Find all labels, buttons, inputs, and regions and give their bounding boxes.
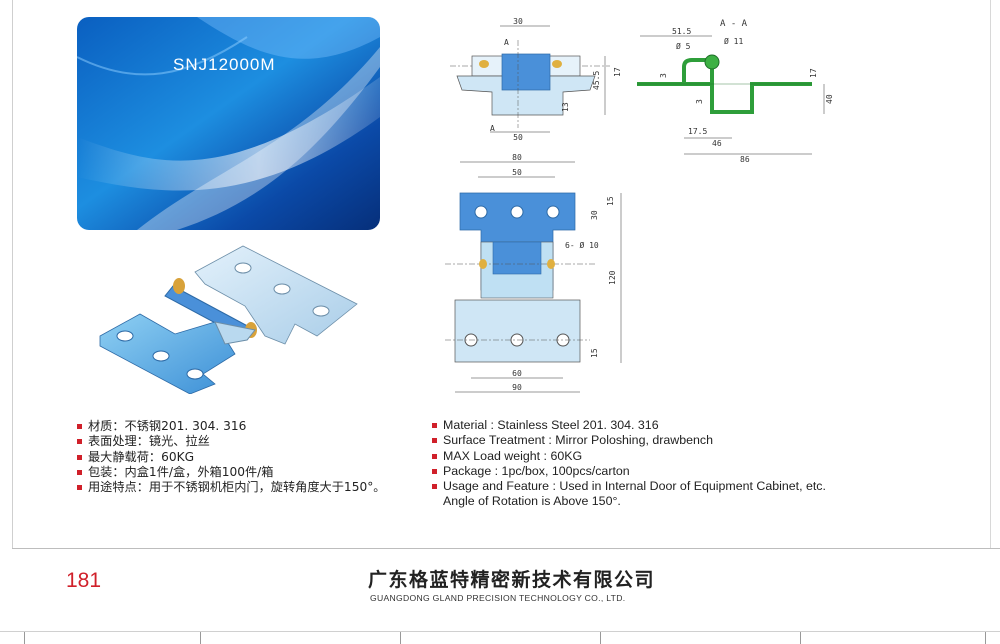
section-marker-a-bottom: A bbox=[490, 124, 495, 133]
dim-3-b: 3 bbox=[695, 99, 704, 104]
specs-english: Material : Stainless Steel 201. 304. 316… bbox=[432, 418, 826, 510]
dim-15-top: 15 bbox=[606, 196, 615, 206]
spec-row-material-en: Material : Stainless Steel 201. 304. 316 bbox=[432, 418, 826, 433]
crop-mark bbox=[200, 632, 201, 644]
spec-row-usage-en: Usage and Feature : Used in Internal Doo… bbox=[432, 479, 826, 494]
spec-text: 用途特点：用于不锈钢机柜内门，旋转角度大于150°。 bbox=[88, 480, 386, 495]
section-marker-a: A bbox=[504, 38, 509, 47]
spec-row-usage-cn: 用途特点：用于不锈钢机柜内门，旋转角度大于150°。 bbox=[77, 480, 385, 495]
front-view-drawing: 80 50 6- Ø 10 30 15 120 15 60 90 bbox=[445, 153, 622, 393]
dim-46: 46 bbox=[712, 139, 722, 148]
top-view-drawing: 30 A 50 A 45.5 13 bbox=[450, 17, 610, 142]
section-title: A - A bbox=[720, 19, 748, 29]
hinge-3d-illustration bbox=[99, 245, 358, 394]
crop-mark bbox=[24, 632, 25, 644]
dim-phi5: Ø 5 bbox=[676, 41, 691, 51]
spec-text: 表面处理：镜光、拉丝 bbox=[88, 434, 210, 449]
bullet-icon bbox=[432, 438, 437, 444]
footer-divider bbox=[12, 548, 1000, 549]
spec-text: MAX Load weight : 60KG bbox=[443, 448, 583, 463]
dim-50-front: 50 bbox=[512, 168, 522, 177]
spec-row-package-en: Package : 1pc/box, 100pcs/carton bbox=[432, 464, 826, 479]
bullet-icon bbox=[77, 454, 82, 460]
bullet-icon bbox=[77, 439, 82, 445]
dim-15-bottom: 15 bbox=[590, 348, 599, 358]
crop-mark bbox=[800, 632, 801, 644]
dim-86: 86 bbox=[740, 155, 750, 164]
bullet-icon bbox=[432, 484, 437, 490]
dim-3-a: 3 bbox=[659, 73, 668, 78]
model-name: SNJ12000M bbox=[173, 55, 276, 74]
spec-row-load-cn: 最大静载荷：60KG bbox=[77, 450, 385, 465]
section-view-drawing: A - A 51.5 Ø 5 Ø 11 17 3 3 17 40 17.5 46… bbox=[613, 19, 834, 164]
spec-text: Surface Treatment : Mirror Poloshing, dr… bbox=[443, 433, 713, 448]
bottom-trim-line bbox=[0, 631, 1000, 632]
spec-row-material-cn: 材质：不锈钢201. 304. 316 bbox=[77, 419, 385, 434]
dim-120: 120 bbox=[608, 270, 617, 285]
spec-row-surface-cn: 表面处理：镜光、拉丝 bbox=[77, 434, 385, 449]
bullet-icon bbox=[432, 453, 437, 459]
bullet-icon bbox=[77, 424, 82, 430]
dim-60: 60 bbox=[512, 369, 522, 378]
dim-phi11: Ø 11 bbox=[724, 36, 743, 46]
bullet-icon bbox=[77, 470, 82, 476]
product-banner: SNJ12000M bbox=[77, 17, 380, 230]
spec-text: Package : 1pc/box, 100pcs/carton bbox=[443, 463, 630, 478]
dim-17-right: 17 bbox=[809, 68, 818, 78]
spec-text: 材质：不锈钢201. 304. 316 bbox=[88, 419, 247, 433]
spec-text: Material : Stainless Steel 201. 304. 316 bbox=[443, 418, 659, 432]
spec-row-load-en: MAX Load weight : 60KG bbox=[432, 449, 826, 464]
dim-30: 30 bbox=[513, 17, 523, 26]
spec-text: Usage and Feature : Used in Internal Doo… bbox=[443, 479, 826, 494]
page-border-left bbox=[12, 0, 13, 548]
spec-row-surface-en: Surface Treatment : Mirror Poloshing, dr… bbox=[432, 433, 826, 448]
page-border-right bbox=[990, 0, 991, 548]
dim-30-front: 30 bbox=[590, 210, 599, 220]
dim-40: 40 bbox=[825, 94, 834, 104]
spec-usage-continuation: Angle of Rotation is Above 150°. bbox=[443, 494, 621, 509]
dim-17-left: 17 bbox=[613, 67, 622, 77]
dim-45-5: 45.5 bbox=[592, 71, 601, 90]
dim-13: 13 bbox=[561, 102, 570, 112]
crop-mark bbox=[985, 632, 986, 644]
crop-mark bbox=[600, 632, 601, 644]
crop-mark bbox=[400, 632, 401, 644]
dim-50: 50 bbox=[513, 133, 523, 142]
dim-80: 80 bbox=[512, 153, 522, 162]
bullet-icon bbox=[77, 485, 82, 491]
holes-label: 6- Ø 10 bbox=[565, 240, 599, 250]
dim-51-5: 51.5 bbox=[672, 27, 691, 36]
bullet-icon bbox=[432, 423, 437, 429]
spec-row-package-cn: 包装：内盒1件/盒，外箱100件/箱 bbox=[77, 465, 385, 480]
bullet-icon bbox=[432, 469, 437, 475]
spec-text: 包装：内盒1件/盒，外箱100件/箱 bbox=[88, 464, 274, 479]
company-name-en: GUANGDONG GLAND PRECISION TECHNOLOGY CO.… bbox=[370, 593, 626, 603]
page-number: 181 bbox=[66, 569, 102, 592]
specs-chinese: 材质：不锈钢201. 304. 316 表面处理：镜光、拉丝 最大静载荷：60K… bbox=[77, 419, 385, 495]
dim-17-5: 17.5 bbox=[688, 127, 707, 136]
spec-text: 最大静载荷：60KG bbox=[88, 449, 195, 464]
company-name-cn: 广东格蓝特精密新技术有限公司 bbox=[368, 569, 656, 591]
dim-90: 90 bbox=[512, 383, 522, 392]
